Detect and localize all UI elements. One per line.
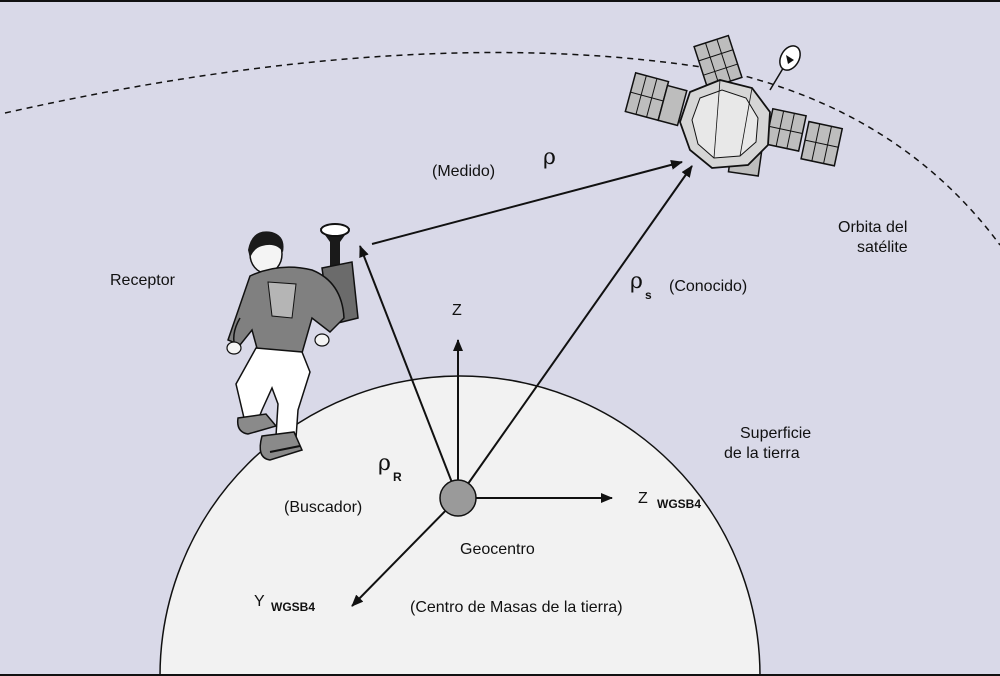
label-rho-r-symbol: ρ xyxy=(378,451,391,476)
label-receptor: Receptor xyxy=(110,272,176,289)
label-rho: ρ xyxy=(543,145,556,170)
label-y-wgs-main: Y xyxy=(254,593,265,610)
satellite-orbit xyxy=(4,51,1000,246)
label-geocentro: Geocentro xyxy=(460,541,535,558)
label-superficie-line1: Superficie xyxy=(740,425,811,442)
label-y-wgs-sub: WGSB4 xyxy=(271,600,315,614)
label-buscador: (Buscador) xyxy=(284,499,362,516)
gps-satellite-icon xyxy=(624,34,844,177)
label-rho-s-symbol: ρ xyxy=(630,269,643,294)
label-z-wgs-sub: WGSB4 xyxy=(657,497,701,511)
label-medido: (Medido) xyxy=(432,163,495,180)
vector-rho-r xyxy=(359,245,459,499)
label-rho-s-sub: s xyxy=(645,288,652,302)
vector-rho-measured xyxy=(371,159,683,245)
geocenter-dot xyxy=(439,479,477,517)
y-wgs-axis-arrow xyxy=(351,497,459,607)
vector-rho-s xyxy=(457,165,693,499)
earth-surface xyxy=(159,375,761,676)
label-z-wgs-main: Z xyxy=(638,490,648,507)
label-orbita-line1: Orbita del xyxy=(838,219,907,236)
label-orbita-line2: satélite xyxy=(857,239,908,256)
label-conocido: (Conocido) xyxy=(669,278,747,295)
label-centro-masas: (Centro de Masas de la tierra) xyxy=(410,599,623,616)
label-superficie-line2: de la tierra xyxy=(724,445,800,462)
label-rho-r-sub: R xyxy=(393,470,402,484)
person-with-gps-receiver-icon xyxy=(226,223,359,461)
label-z-axis: Z xyxy=(452,302,462,319)
